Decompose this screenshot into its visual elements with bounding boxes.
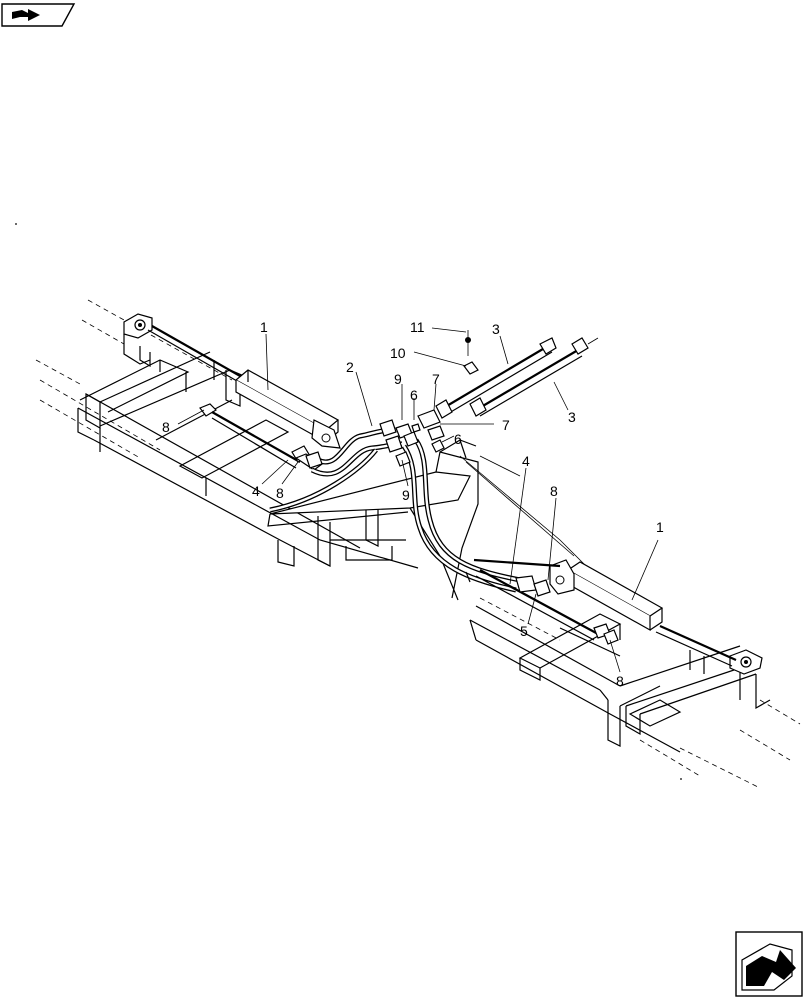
center-fittings	[395, 409, 445, 467]
callout-11: 11	[410, 319, 425, 335]
center-hose-2	[269, 419, 521, 593]
callout-8-center: 8	[276, 485, 284, 501]
callout-9-upper: 9	[394, 371, 402, 387]
callout-4-left: 4	[252, 483, 260, 499]
callout-8-left: 8	[162, 419, 170, 435]
callout-2: 2	[346, 359, 354, 375]
left-wing-frame	[35, 299, 419, 569]
callout-3-top: 3	[492, 321, 500, 337]
callout-7-lower: 7	[502, 417, 510, 433]
callout-9-lower: 9	[402, 487, 410, 503]
callout-3-right: 3	[568, 409, 576, 425]
callout-6-lower: 6	[454, 431, 462, 447]
left-hydraulic-cylinder	[234, 369, 341, 449]
callout-8-right: 8	[550, 483, 558, 499]
leader-lines	[177, 327, 659, 673]
callout-1-right: 1	[656, 519, 664, 535]
callout-4-right: 4	[522, 453, 530, 469]
callout-10: 10	[390, 345, 406, 361]
callout-labels: 1 1 2 3 3 4 4 5 6 6 7 7 8 8 8 8 9 9 10 1…	[162, 319, 664, 689]
callout-1-left: 1	[260, 319, 268, 335]
right-hose-assembly	[465, 569, 619, 645]
callout-5: 5	[520, 623, 528, 639]
callout-8-bottom: 8	[616, 673, 624, 689]
center-hitch	[267, 439, 641, 621]
callout-7-upper: 7	[432, 371, 440, 387]
callout-6-upper: 6	[410, 387, 418, 403]
hoses-3	[435, 330, 599, 419]
right-hydraulic-cylinder	[473, 558, 664, 632]
right-wing-frame	[469, 579, 801, 789]
next-page-arrow-icon[interactable]	[735, 931, 803, 997]
back-arrow-icon[interactable]	[1, 3, 76, 27]
